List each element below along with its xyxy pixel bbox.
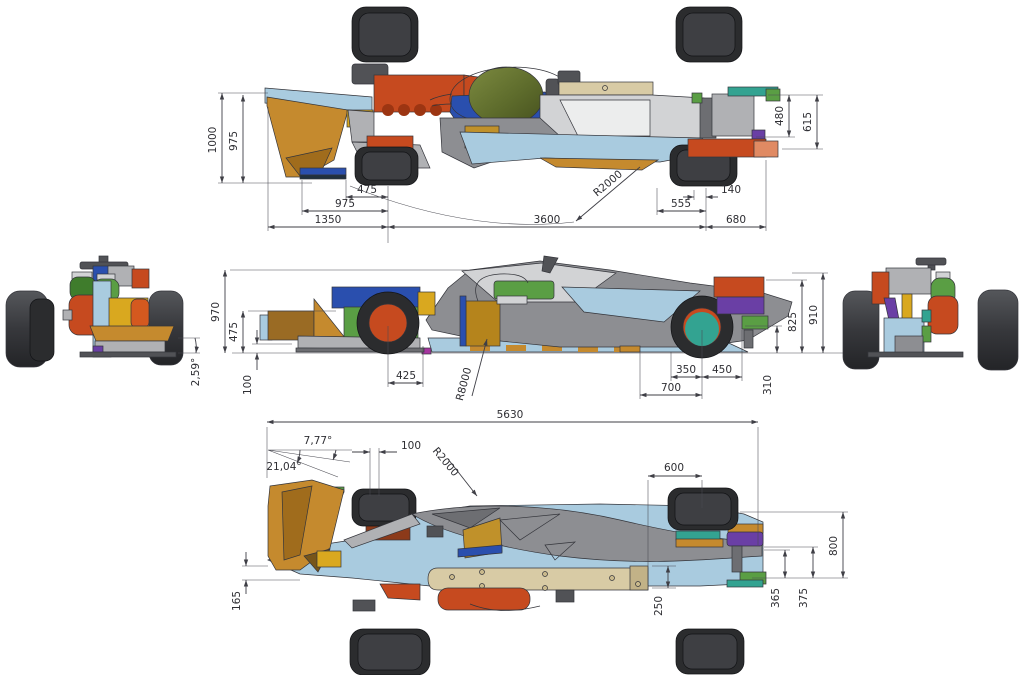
skid-plate — [469, 603, 541, 611]
keel-fairing — [437, 587, 531, 611]
tire-rear-right — [977, 289, 1019, 371]
engine-cover-panel — [559, 99, 651, 137]
dim-label: 100 — [401, 440, 421, 452]
diffuser-pillar — [743, 329, 754, 349]
wing-under — [94, 340, 166, 353]
wing-foot-pad — [316, 550, 342, 568]
tire-front-far — [351, 6, 419, 63]
engine-block — [885, 267, 932, 295]
dim-label: 600 — [664, 462, 684, 474]
sidepod-panel — [561, 286, 701, 323]
dim-label: 7,77° — [304, 435, 333, 447]
front-view: 2,59° — [5, 255, 202, 387]
dim-label: 475 — [228, 322, 240, 342]
dim-label: 1350 — [315, 214, 342, 226]
dim-label: 1000 — [207, 127, 219, 154]
tire-front-left — [5, 290, 55, 368]
front-view-dimensions: 2,59° — [178, 337, 202, 387]
suspension-shroud — [417, 291, 436, 316]
tire-rear-far — [675, 6, 743, 63]
dim-label: 825 — [787, 312, 799, 332]
rear-wing-bottom — [726, 531, 764, 547]
floor-tip — [619, 345, 641, 353]
dim-label: 975 — [228, 131, 240, 151]
dim-label: 2,59° — [190, 358, 202, 387]
tire-front-far-bottom — [349, 628, 431, 675]
duct-box — [131, 268, 150, 289]
dim-label: 5630 — [497, 409, 524, 421]
dim-label: 555 — [671, 198, 691, 210]
top-view: 1000 975 475 975 1350 3600 680 555 140 R… — [207, 6, 823, 243]
side-view: 970 475 100 425 R8000 700 350 450 310 82… — [210, 255, 848, 402]
floor-edge-wing — [539, 157, 660, 171]
dim-label: 680 — [726, 214, 746, 226]
engine-cover-spine — [558, 81, 654, 96]
beam-wing-tip — [753, 140, 779, 158]
dim-label: 365 — [770, 588, 782, 608]
dim-label: R8000 — [454, 366, 474, 402]
tire-rear-left — [842, 290, 880, 370]
front-wing-front — [89, 325, 175, 342]
tire-rear-far-bottom — [675, 628, 745, 675]
plank — [427, 567, 649, 591]
rear-wing-upper-side — [713, 276, 765, 298]
radiator-inlet — [465, 300, 501, 347]
rear-wing-lower — [751, 129, 766, 140]
rear-wing-lower-side — [716, 296, 765, 315]
dim-label: 480 — [774, 106, 786, 126]
tire-front-near-bottom — [351, 488, 417, 527]
floor-line — [79, 351, 177, 358]
dim-label: 3600 — [534, 214, 561, 226]
dim-label: 800 — [828, 536, 840, 556]
barge-strip — [457, 544, 503, 558]
wing-tip-edge — [299, 174, 347, 180]
nose-tip — [267, 310, 315, 341]
dim-label: 375 — [798, 588, 810, 608]
engine-cowl — [927, 295, 959, 335]
cockpit-rim — [496, 295, 528, 305]
bottom-view: 5630 7,77° 21,04° 100 R2000 600 800 365 … — [231, 409, 848, 675]
dim-label: 475 — [357, 184, 377, 196]
dim-label: 910 — [808, 305, 820, 325]
beam-wing-side — [741, 315, 769, 330]
splitter-vane — [379, 583, 421, 601]
tire-rear-near-bottom — [667, 487, 739, 531]
side-view-dimensions: 970 475 100 425 R8000 700 350 450 310 82… — [210, 269, 828, 402]
antenna-fin — [541, 255, 559, 274]
dim-label: 450 — [712, 364, 732, 376]
dim-label: 970 — [210, 302, 222, 322]
front-wing-edge — [295, 347, 425, 353]
dim-label: 700 — [661, 382, 681, 394]
dim-label: 140 — [721, 184, 741, 196]
front-wing-facet — [281, 485, 313, 561]
halo-prongs — [429, 93, 453, 107]
dim-label: 310 — [762, 375, 774, 395]
floor-line-rear — [867, 351, 964, 358]
dim-label: 615 — [802, 112, 814, 132]
dim-label: 100 — [242, 375, 254, 395]
rear-wing-endplate — [711, 93, 755, 137]
brake-glow — [130, 298, 150, 329]
helmet — [468, 66, 544, 126]
mirror-bottom — [426, 525, 444, 538]
dim-label: 21,04° — [266, 461, 301, 473]
tire-front-near — [354, 146, 419, 186]
wing-tip-strip — [299, 167, 347, 176]
rear-view — [842, 257, 1019, 371]
rear-tbar — [915, 257, 947, 266]
dim-label: 425 — [396, 370, 416, 382]
dim-label: 165 — [231, 591, 243, 611]
halo-side — [475, 273, 529, 302]
dim-label: 350 — [676, 364, 696, 376]
dim-label: 975 — [335, 198, 355, 210]
dim-label: 250 — [653, 596, 665, 616]
exhaust-left — [871, 271, 890, 305]
gearbox — [894, 335, 924, 355]
dim-label: R2000 — [430, 445, 461, 479]
rear-wing-vane — [691, 92, 703, 104]
cockpit-edge — [459, 295, 467, 347]
